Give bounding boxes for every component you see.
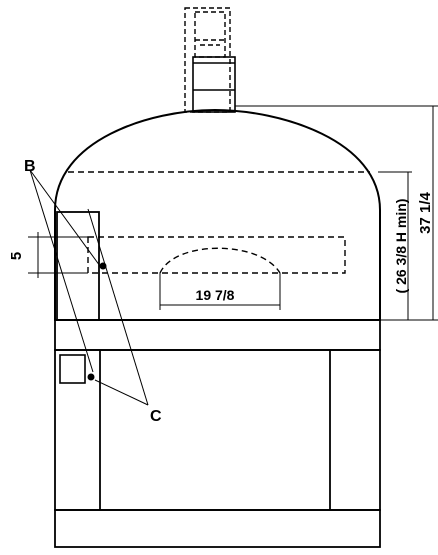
chimney-dashed-outline [184, 7, 231, 113]
leader-lines [29, 169, 149, 406]
label-c: C [150, 408, 162, 425]
dimension-width [159, 273, 281, 310]
chimney-flue [192, 56, 236, 113]
height-dimensions [235, 105, 438, 321]
cooking-chamber-dashed [87, 236, 346, 274]
label-total-height: 37 1/4 [417, 191, 434, 233]
oven-door [56, 211, 100, 321]
control-point [87, 373, 95, 381]
oven-base-stand [54, 319, 381, 548]
label-b: B [24, 158, 36, 175]
label-width: 19 7/8 [196, 287, 235, 303]
dimension-5 [28, 232, 88, 278]
oven-dome [54, 108, 381, 321]
control-box [59, 354, 86, 384]
label-5: 5 [8, 252, 25, 260]
label-min-height: ( 26 3/8 H min) [393, 199, 409, 294]
cooking-arc-dashed [159, 247, 281, 274]
